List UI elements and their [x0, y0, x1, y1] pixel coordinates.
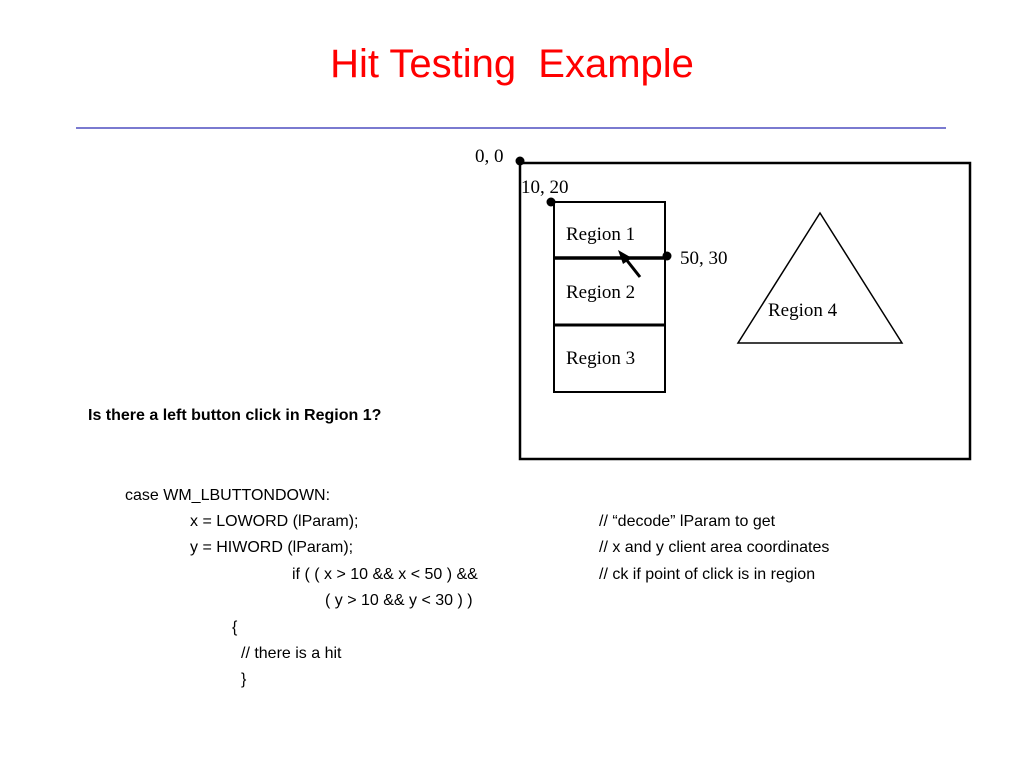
question-text: Is there a left button click in Region 1… [88, 407, 382, 424]
region4-label: Region 4 [768, 300, 838, 321]
slide-title: Hit Testing Example [330, 42, 694, 86]
code-x-line: x = LOWORD (lParam); [190, 513, 359, 530]
region1-corner-label: 10, 20 [521, 177, 569, 198]
title-divider [76, 127, 946, 129]
region4-triangle [736, 211, 904, 344]
code-case-line: case WM_LBUTTONDOWN: [125, 487, 331, 504]
origin-label: 0, 0 [475, 146, 504, 167]
mouse-pointer-icon [618, 250, 642, 278]
region1-end-label: 50, 30 [680, 248, 728, 269]
comment-check: // ck if point of click is in region [599, 566, 816, 583]
code-if-cont-line: ( y > 10 && y < 30 ) ) [325, 592, 473, 609]
region1-corner-dot [546, 197, 556, 207]
code-close-brace: } [241, 671, 247, 688]
region1-label: Region 1 [566, 224, 635, 245]
origin-dot [515, 156, 525, 166]
region-stack-rect [553, 201, 666, 393]
region2-label: Region 2 [566, 282, 635, 303]
code-open-brace: { [232, 619, 238, 636]
region3-label: Region 3 [566, 348, 635, 369]
comment-decode: // “decode” lParam to get [599, 513, 776, 530]
code-y-line: y = HIWORD (lParam); [190, 539, 354, 556]
code-if-line: if ( ( x > 10 && x < 50 ) && [292, 566, 478, 583]
code-hit-comment: // there is a hit [241, 645, 342, 662]
comment-coords: // x and y client area coordinates [599, 539, 830, 556]
region1-end-dot [662, 251, 672, 261]
client-area-rect [518, 161, 972, 461]
